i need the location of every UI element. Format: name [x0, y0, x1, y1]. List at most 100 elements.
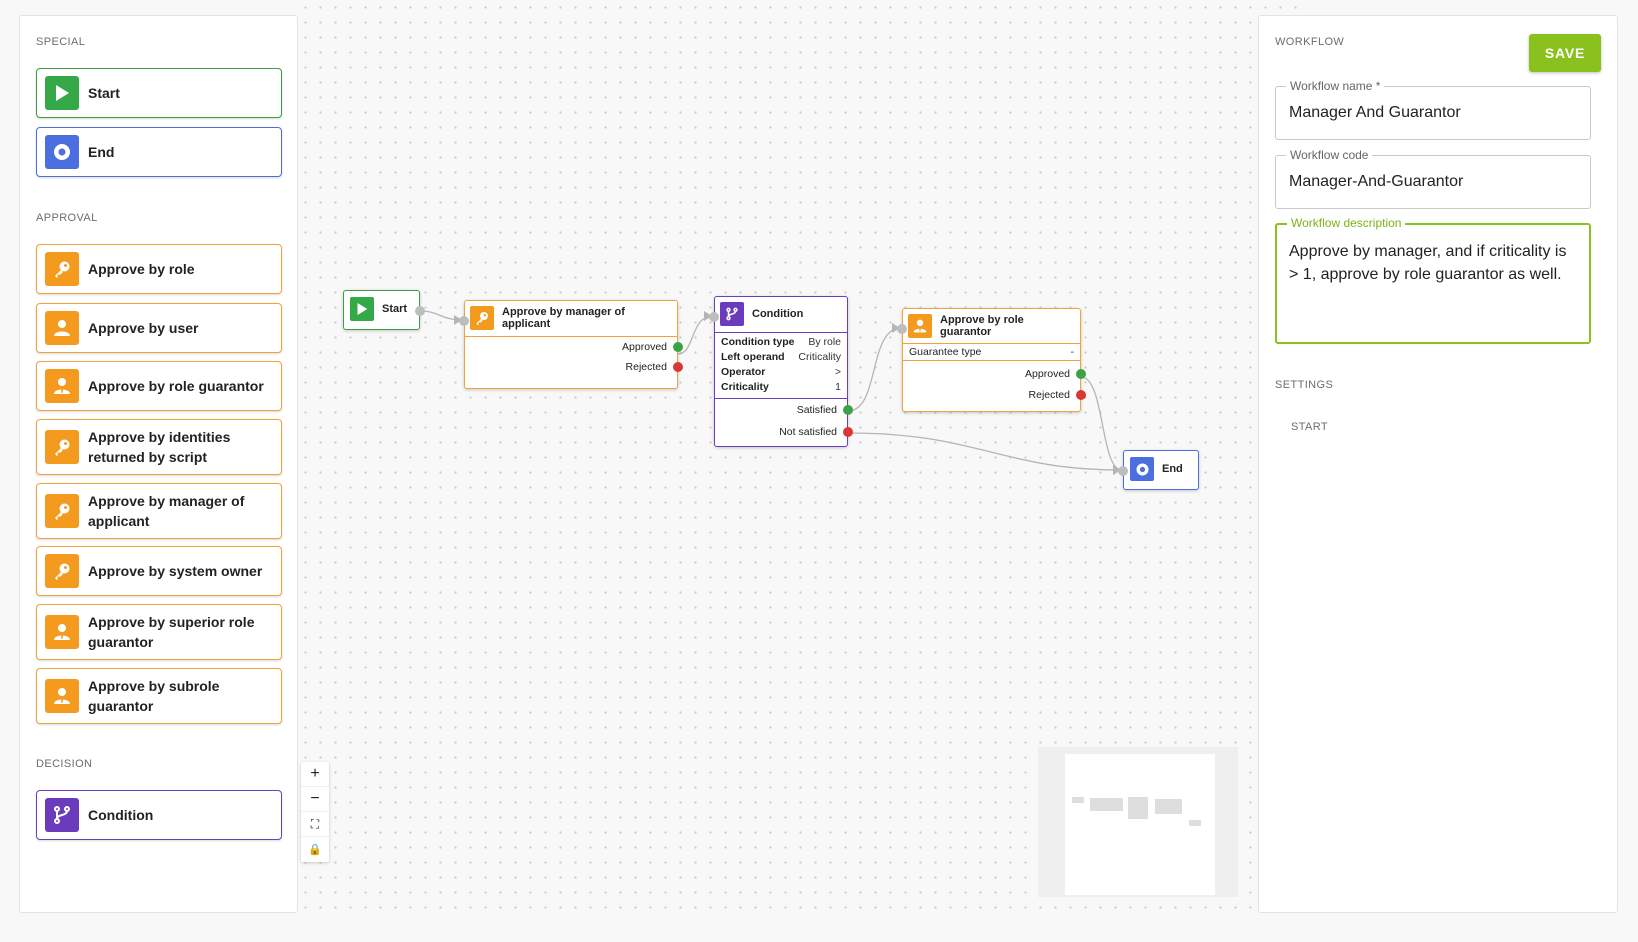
palette-item-label: Approve by system owner: [88, 563, 263, 579]
key-icon: [45, 554, 79, 588]
palette-item-approve-by-system-owner[interactable]: Approve by system owner: [36, 546, 282, 596]
palette-item-label: Start: [88, 85, 120, 101]
rejected-handle[interactable]: [1076, 390, 1086, 400]
section-label-decision: DECISION: [36, 758, 93, 770]
palette-item-approve-by-role[interactable]: Approve by role: [36, 244, 282, 294]
person-icon: [45, 311, 79, 345]
output-label: Rejected: [1028, 389, 1070, 401]
minimap-node: [1189, 820, 1201, 826]
input-handle[interactable]: [1118, 466, 1128, 476]
prop-row: Condition type By role: [715, 335, 847, 350]
approved-handle[interactable]: [673, 342, 683, 352]
palette-item-approve-by-user[interactable]: Approve by user: [36, 303, 282, 353]
node-title: End: [1162, 463, 1183, 475]
lock-icon[interactable]: 🔒: [308, 844, 322, 856]
palette-item-start[interactable]: Start: [36, 68, 282, 118]
palette-item-label: Approve by user: [88, 320, 199, 336]
palette-item-end[interactable]: End: [36, 127, 282, 177]
approved-handle[interactable]: [1076, 369, 1086, 379]
input-handle[interactable]: [709, 312, 719, 322]
workflow-name-field: Workflow name *: [1275, 79, 1591, 140]
output-label: Satisfied: [796, 404, 837, 416]
output-rejected: Rejected: [903, 385, 1086, 406]
node-approve-by-role-guarantor[interactable]: Approve by role guarantor Guarantee type…: [897, 308, 1086, 412]
prop-key: Condition type: [721, 336, 795, 348]
output-satisfied: Satisfied: [715, 399, 853, 421]
output-not-satisfied: Not satisfied: [715, 421, 853, 443]
minimap-viewport: [1065, 754, 1215, 895]
node-title: Approve by manager of applicant: [502, 306, 625, 330]
palette-item-approve-by-superior-role-guarantor[interactable]: Approve by superior role guarantor: [36, 604, 282, 660]
prop-value: 1: [835, 381, 841, 393]
fit-view-icon[interactable]: ⛶: [301, 812, 329, 837]
prop-value: -: [1070, 346, 1075, 358]
node-approve-by-manager[interactable]: Approve by manager of applicant Approved…: [459, 300, 683, 389]
input-handle[interactable]: [459, 316, 469, 326]
zoom-in-icon[interactable]: +: [301, 762, 329, 787]
workflow-name-label: Workflow name *: [1286, 79, 1385, 93]
palette-item-approve-by-subrole-guarantor[interactable]: Approve by subrole guarantor: [36, 668, 282, 724]
section-label-settings: SETTINGS: [1275, 379, 1334, 391]
section-label-approval: APPROVAL: [36, 212, 98, 224]
palette-item-approve-by-role-guarantor[interactable]: Approve by role guarantor: [36, 361, 282, 411]
output-approved: Approved: [903, 364, 1086, 385]
palette-item-label: Approve by identities returned by script: [88, 429, 231, 465]
workflow-code-input[interactable]: [1276, 156, 1590, 208]
play-icon: [45, 76, 79, 110]
satisfied-handle[interactable]: [843, 405, 853, 415]
save-button[interactable]: SAVE: [1529, 34, 1601, 72]
prop-key: Operator: [721, 366, 766, 378]
output-label: Approved: [622, 341, 667, 353]
palette-item-label: Approve by superior role guarantor: [88, 614, 255, 650]
workflow-name-input[interactable]: [1276, 87, 1590, 139]
minimap-node: [1090, 798, 1123, 811]
key-icon: [45, 252, 79, 286]
zoom-out-icon[interactable]: −: [301, 787, 329, 812]
minimap-node: [1155, 799, 1182, 814]
node-end[interactable]: End: [1118, 450, 1199, 490]
workflow-description-input[interactable]: Approve by manager, and if criticality i…: [1277, 225, 1589, 342]
output-handle[interactable]: [415, 306, 425, 316]
rejected-handle[interactable]: [673, 362, 683, 372]
not-satisfied-handle[interactable]: [843, 427, 853, 437]
minimap-node: [1072, 797, 1084, 803]
output-label: Not satisfied: [779, 426, 837, 438]
end-target-icon: [45, 135, 79, 169]
prop-key: Criticality: [721, 381, 769, 393]
prop-row: Operator>: [715, 365, 847, 380]
person-badge-icon: [45, 615, 79, 649]
person-badge-icon: [45, 369, 79, 403]
prop-value: By role: [808, 336, 841, 348]
settings-start-label: START: [1291, 421, 1329, 433]
minimap-node: [1128, 797, 1148, 819]
branch-icon: [720, 302, 744, 326]
node-palette: SPECIAL Start End APPROVAL Approve by ro…: [19, 15, 298, 913]
palette-item-label: End: [88, 144, 115, 160]
palette-item-approve-by-manager[interactable]: Approve by manager of applicant: [36, 483, 282, 539]
workflow-description-field: Workflow description Approve by manager,…: [1275, 216, 1591, 344]
node-start[interactable]: Start: [343, 290, 425, 330]
palette-item-label: Approve by role: [88, 261, 195, 277]
output-label: Rejected: [625, 361, 667, 373]
output-rejected: Rejected: [465, 357, 683, 377]
palette-item-label: Condition: [88, 807, 154, 823]
workflow-properties-panel: WORKFLOW SAVE Workflow name * Workflow c…: [1258, 15, 1618, 913]
input-handle[interactable]: [897, 324, 907, 334]
play-icon: [350, 297, 374, 321]
workflow-code-field: Workflow code: [1275, 148, 1591, 209]
branch-icon: [45, 798, 79, 832]
palette-item-approve-by-identities-script[interactable]: Approve by identities returned by script: [36, 419, 282, 475]
prop-key: Left operand: [721, 351, 785, 363]
section-label-special: SPECIAL: [36, 36, 86, 48]
workflow-description-label: Workflow description: [1287, 216, 1406, 230]
palette-item-condition[interactable]: Condition: [36, 790, 282, 840]
canvas-controls: + − ⛶ 🔒: [301, 762, 329, 862]
key-icon: [45, 430, 79, 464]
output-label: Approved: [1025, 368, 1070, 380]
key-icon: [470, 306, 494, 330]
prop-row: Guarantee type-: [903, 344, 1080, 360]
minimap[interactable]: [1038, 747, 1238, 897]
key-icon: [45, 494, 79, 528]
